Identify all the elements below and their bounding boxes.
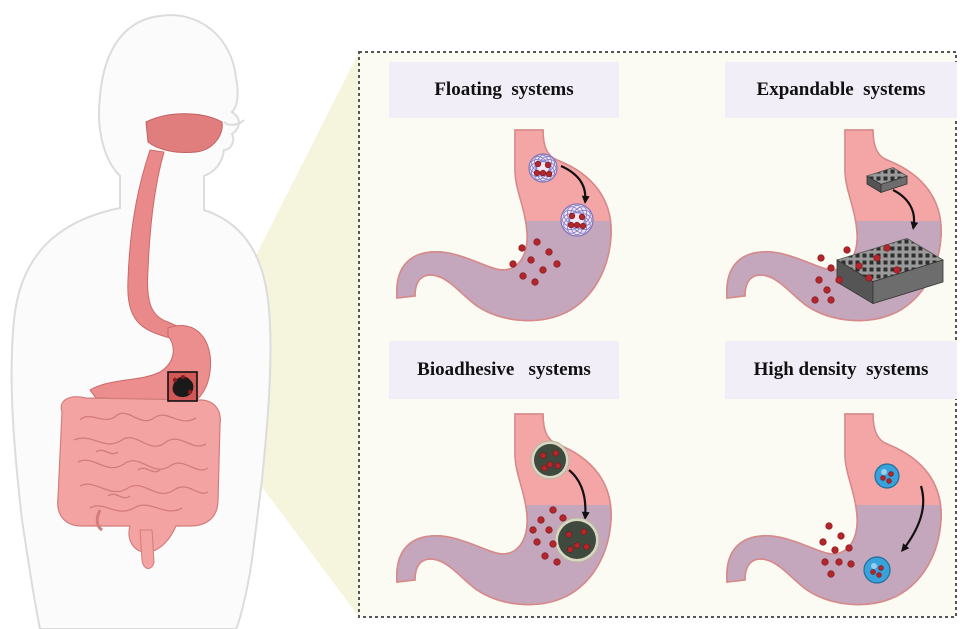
drug-particle (510, 261, 517, 268)
drug-particle (550, 507, 557, 514)
drug-particle (846, 545, 853, 552)
drug-particle (580, 223, 586, 229)
drug-particle (555, 463, 561, 469)
drug-particle (534, 239, 541, 246)
drug-particle (856, 263, 863, 270)
drug-particle (877, 573, 882, 578)
drug-particle (836, 277, 843, 284)
panel-label-floating: Floating systems (389, 62, 619, 118)
drug-particle (520, 273, 527, 280)
drug-particle (568, 222, 574, 228)
drug-particle (832, 547, 839, 554)
drug-particle (545, 162, 551, 168)
drug-particle (534, 170, 540, 176)
drug-particle (574, 543, 580, 549)
drug-particle (546, 171, 552, 177)
drug-particle (567, 547, 573, 553)
drug-particle (546, 527, 553, 534)
drug-particle (838, 533, 845, 540)
drug-particle (534, 539, 541, 546)
drug-particle (553, 450, 559, 456)
drug-particle (822, 559, 829, 566)
drug-particle (540, 267, 547, 274)
drug-particle (566, 532, 572, 538)
drug-particle (532, 279, 539, 286)
drug-particle (816, 277, 823, 284)
drug-particle (826, 523, 833, 530)
drug-particle (836, 559, 843, 566)
drug-particle (581, 529, 587, 535)
high-density-bead (875, 464, 899, 488)
drug-particle (866, 275, 873, 282)
panel-label-expandable: Expandable systems (725, 62, 957, 118)
drug-particle (844, 247, 851, 254)
drug-particle (889, 472, 894, 477)
drug-particle (824, 287, 831, 294)
drug-particle (530, 527, 537, 534)
mouth-cavity (146, 114, 222, 153)
panel-label-bioadhesive: Bioadhesive systems (389, 341, 619, 399)
drug-particle (871, 570, 876, 575)
drug-particle (812, 297, 819, 304)
drug-particle (547, 462, 553, 468)
drug-particle (535, 161, 541, 167)
drug-particle (820, 539, 827, 546)
drug-particle (848, 561, 855, 568)
drug-particle (887, 479, 892, 484)
drug-particle (542, 553, 549, 560)
drug-particle (560, 515, 567, 522)
drug-particle (550, 541, 557, 548)
drug-particle (574, 222, 580, 228)
drug-particle (818, 255, 825, 262)
drug-particle (538, 517, 545, 524)
bioadhesive-core (534, 444, 566, 476)
drug-particle (894, 267, 901, 274)
stomach-zoom-box (168, 372, 197, 401)
drug-particle (828, 265, 835, 272)
drug-particle (874, 255, 881, 262)
drug-particle (554, 559, 561, 566)
drug-particle (546, 249, 553, 256)
drug-particle (828, 297, 835, 304)
rectum (140, 530, 154, 569)
drug-particle (879, 566, 884, 571)
drug-particle (828, 571, 835, 578)
drug-particle (540, 453, 546, 459)
drug-particle (519, 245, 526, 252)
panel-label-highdensity: High density systems (725, 341, 957, 399)
drug-particle (569, 213, 575, 219)
high-density-bead (864, 557, 890, 583)
drug-particle (554, 261, 561, 268)
drug-particle (884, 245, 891, 252)
drug-particle (584, 544, 590, 550)
drug-particle (541, 465, 547, 471)
drug-particle (881, 476, 886, 481)
bioadhesive-core (558, 521, 596, 559)
drug-particle (579, 214, 585, 220)
drug-particle (540, 170, 546, 176)
drug-particle (528, 257, 535, 264)
